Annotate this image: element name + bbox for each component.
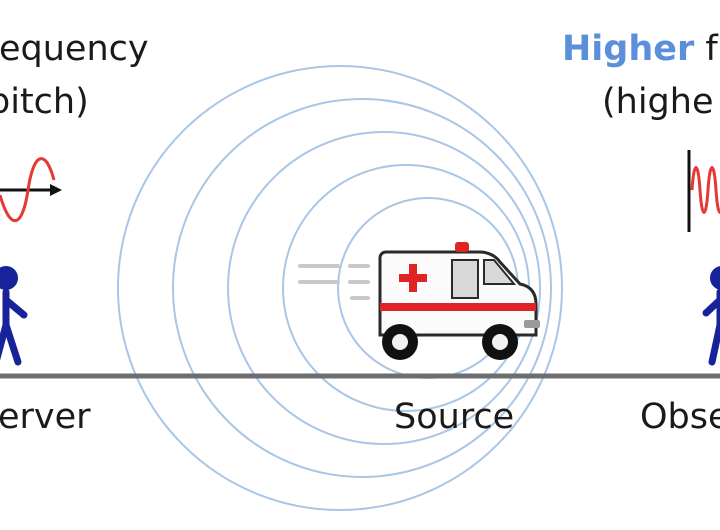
wavefront-3 (227, 131, 541, 445)
ambulance-icon (298, 242, 540, 360)
right-observer-label: Obse (640, 397, 720, 437)
speed-lines (298, 264, 370, 300)
right-frequency-label: Higher fr (562, 32, 720, 67)
left-pitch-label: pitch) (0, 82, 89, 122)
left-frequency-label: equency (0, 29, 149, 69)
high-frequency-wave-icon (687, 150, 720, 232)
wavefront-1 (117, 65, 563, 511)
low-frequency-wave-icon (0, 157, 62, 223)
observer-right-figure (702, 266, 720, 366)
right-pitch-label: (highe (602, 82, 714, 122)
right-frequency-rest: fr (705, 29, 720, 69)
wavefront-2 (172, 98, 552, 478)
source-label: Source (394, 397, 515, 437)
left-observer-label: erver (0, 397, 91, 437)
observer-left-figure (0, 266, 28, 366)
higher-emphasis: Higher (562, 29, 695, 69)
